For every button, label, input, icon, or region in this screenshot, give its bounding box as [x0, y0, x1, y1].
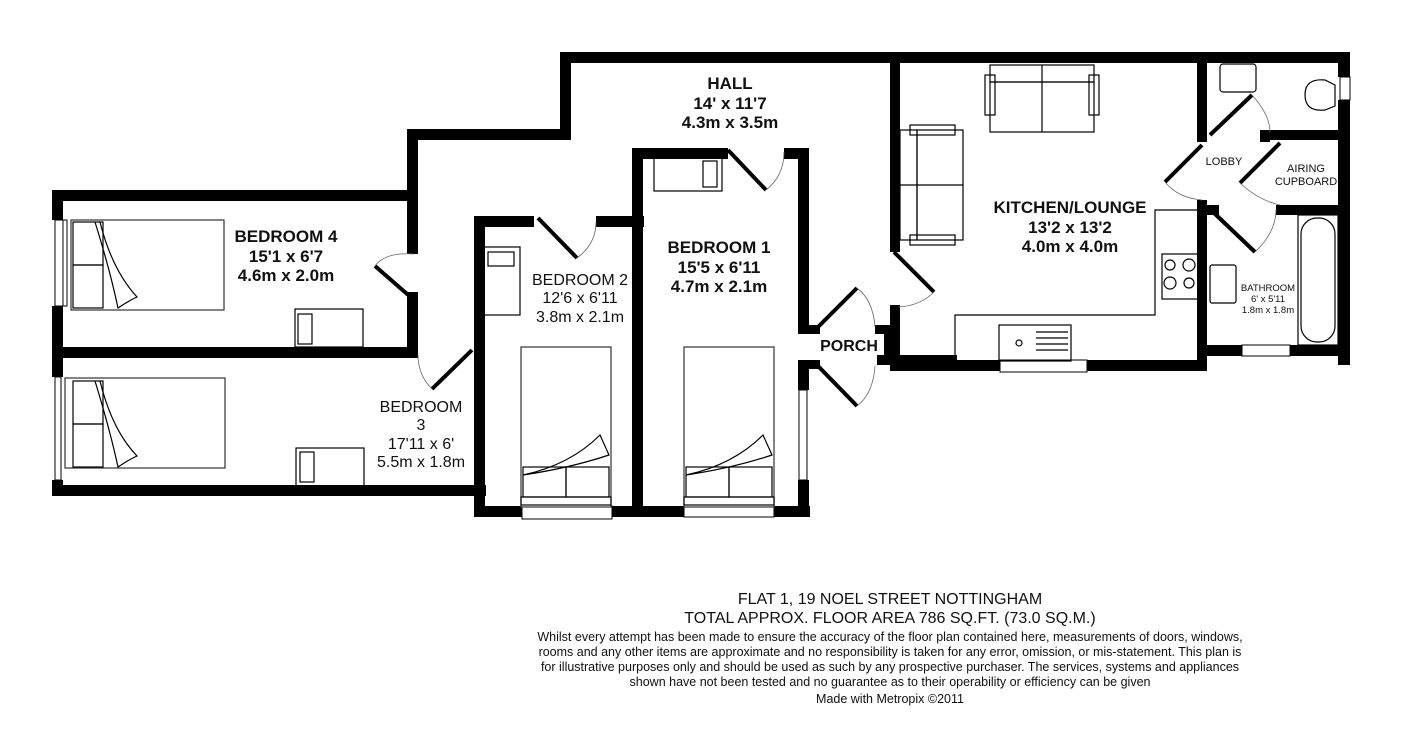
total-floor-area: TOTAL APPROX. FLOOR AREA 786 SQ.FT. (73.… [684, 610, 1096, 627]
room-dimensions-imperial: 15'1 x 6'7 [248, 246, 324, 266]
bed-icon [70, 219, 225, 311]
basin-icon [1219, 63, 1257, 93]
room-dimensions-imperial: 12'6 x 6'11 [542, 290, 618, 308]
room-dimensions-imperial: 17'11 x 6' [387, 435, 455, 453]
wardrobe-icon [295, 447, 365, 487]
room-label-kitchen-lounge: KITCHEN/LOUNGE 13'2 x 13'2 4.0m x 4.0m [960, 198, 1180, 257]
hob-icon [1161, 253, 1201, 300]
room-label-bedroom-3: BEDROOM 3 17'11 x 6' 5.5m x 1.8m [362, 399, 480, 473]
sink-icon [998, 324, 1072, 362]
basin-icon [1209, 264, 1237, 304]
furniture [64, 63, 1339, 508]
credit-text: Made with Metropix ©2011 [816, 692, 964, 706]
room-name: BEDROOM 4 [234, 227, 338, 246]
room-label-bedroom-2: BEDROOM 2 12'6 x 6'11 3.8m x 2.1m [518, 272, 642, 327]
room-label-porch: PORCH [810, 338, 888, 356]
room-dimensions-imperial: 14' x 11'7 [693, 93, 767, 113]
room-name: CUPBOARD [1274, 175, 1338, 188]
walls [52, 52, 1350, 517]
room-label-hall: HALL 14' x 11'7 4.3m x 3.5m [640, 74, 820, 133]
room-label-lobby: LOBBY [1196, 156, 1252, 169]
bed-icon [683, 346, 775, 508]
room-name: BEDROOM 1 [667, 238, 771, 257]
room-dimensions-metric: 4.6m x 2.0m [237, 266, 335, 286]
disclaimer-text: Whilst every attempt has been made to en… [537, 630, 1243, 689]
room-name: BEDROOM 2 [531, 272, 628, 289]
doors [373, 93, 1282, 408]
room-dimensions-imperial: 13'2 x 13'2 [1028, 217, 1112, 237]
room-name: PORCH [820, 338, 878, 355]
room-name: BATHROOM [1240, 283, 1296, 294]
toilet-icon [1304, 79, 1336, 111]
wardrobe-icon [653, 156, 723, 192]
room-label-bedroom-1: BEDROOM 1 15'5 x 6'11 4.7m x 2.1m [646, 238, 792, 297]
bath-outline [1297, 214, 1339, 346]
room-dimensions-imperial: 6' x 5'11 [1250, 293, 1286, 305]
room-name: LOBBY [1205, 156, 1243, 168]
kitchen-counter [954, 209, 1197, 362]
room-label-bedroom-4: BEDROOM 4 15'1 x 6'7 4.6m x 2.0m [226, 227, 346, 286]
room-dimensions-metric: 5.5m x 1.8m [376, 454, 466, 472]
sofa-icon [899, 124, 964, 246]
room-name: HALL [707, 74, 753, 93]
bed-icon [520, 346, 612, 508]
plan-footer: FLAT 1, 19 NOEL STREET NOTTINGHAM TOTAL … [535, 590, 1245, 707]
room-dimensions-metric: 1.8m x 1.8m [1241, 304, 1295, 316]
property-address: FLAT 1, 19 NOEL STREET NOTTINGHAM [737, 591, 1043, 608]
room-label-airing-cupboard: AIRING CUPBOARD [1268, 163, 1344, 188]
room-dimensions-metric: 3.8m x 2.1m [535, 308, 625, 326]
room-dimensions-metric: 4.7m x 2.1m [670, 277, 768, 297]
wardrobe-icon [483, 246, 521, 316]
room-name: BEDROOM [379, 399, 463, 416]
room-dimensions-imperial: 15'5 x 6'11 [677, 257, 761, 277]
sofa-icon [984, 64, 1100, 133]
room-label-bathroom: BATHROOM 6' x 5'11 1.8m x 1.8m [1232, 283, 1304, 317]
room-dimensions-metric: 4.0m x 4.0m [1021, 237, 1119, 257]
bed-icon [64, 377, 226, 469]
room-name: AIRING [1287, 163, 1325, 175]
wardrobe-icon [294, 308, 364, 348]
bathtub-icon [1300, 217, 1336, 343]
room-number: 3 [416, 417, 426, 435]
room-dimensions-metric: 4.3m x 3.5m [681, 113, 779, 133]
room-name: KITCHEN/LOUNGE [993, 198, 1147, 217]
